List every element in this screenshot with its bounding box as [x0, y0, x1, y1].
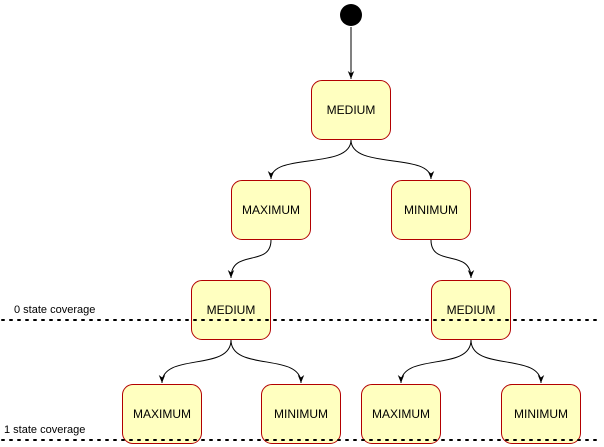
- state-l3-maximum-1[interactable]: MAXIMUM: [122, 384, 202, 444]
- state-l1-maximum[interactable]: MAXIMUM: [231, 180, 311, 240]
- state-l3-maximum-2[interactable]: MAXIMUM: [361, 384, 441, 444]
- state-l2-medium-left[interactable]: MEDIUM: [191, 280, 271, 340]
- edge-root-to-l1-left: [267, 139, 352, 180]
- edge-l2-left-to-l3-1: [158, 339, 232, 384]
- edge-root-to-l1-right: [350, 139, 435, 180]
- edge-l1-left-to-l2-left: [227, 239, 272, 279]
- state-l3-minimum-1[interactable]: MINIMUM: [261, 384, 341, 444]
- one-coverage-label: 1 state coverage: [4, 424, 86, 436]
- state-l1-minimum[interactable]: MINIMUM: [391, 180, 471, 240]
- initial-state-node: [340, 4, 362, 26]
- edge-l1-right-to-l2-right: [430, 239, 475, 279]
- edge-l2-right-to-l3-4: [470, 339, 545, 384]
- state-root-medium[interactable]: MEDIUM: [311, 80, 391, 140]
- edge-l2-left-to-l3-2: [230, 339, 305, 384]
- edge-l2-right-to-l3-3: [397, 339, 472, 384]
- state-l2-medium-right[interactable]: MEDIUM: [431, 280, 511, 340]
- zero-coverage-label: 0 state coverage: [14, 304, 96, 316]
- state-l3-minimum-2[interactable]: MINIMUM: [501, 384, 581, 444]
